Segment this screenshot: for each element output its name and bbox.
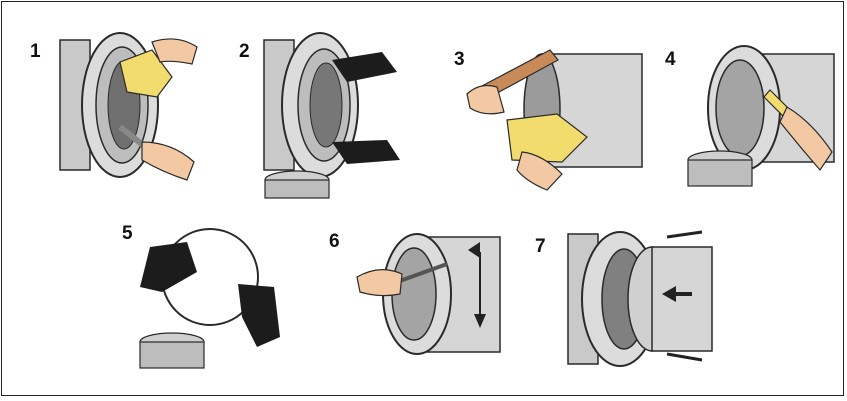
arrow-icon (667, 232, 702, 237)
step-7-illustration (2, 2, 722, 401)
arrow-icon (667, 354, 702, 360)
